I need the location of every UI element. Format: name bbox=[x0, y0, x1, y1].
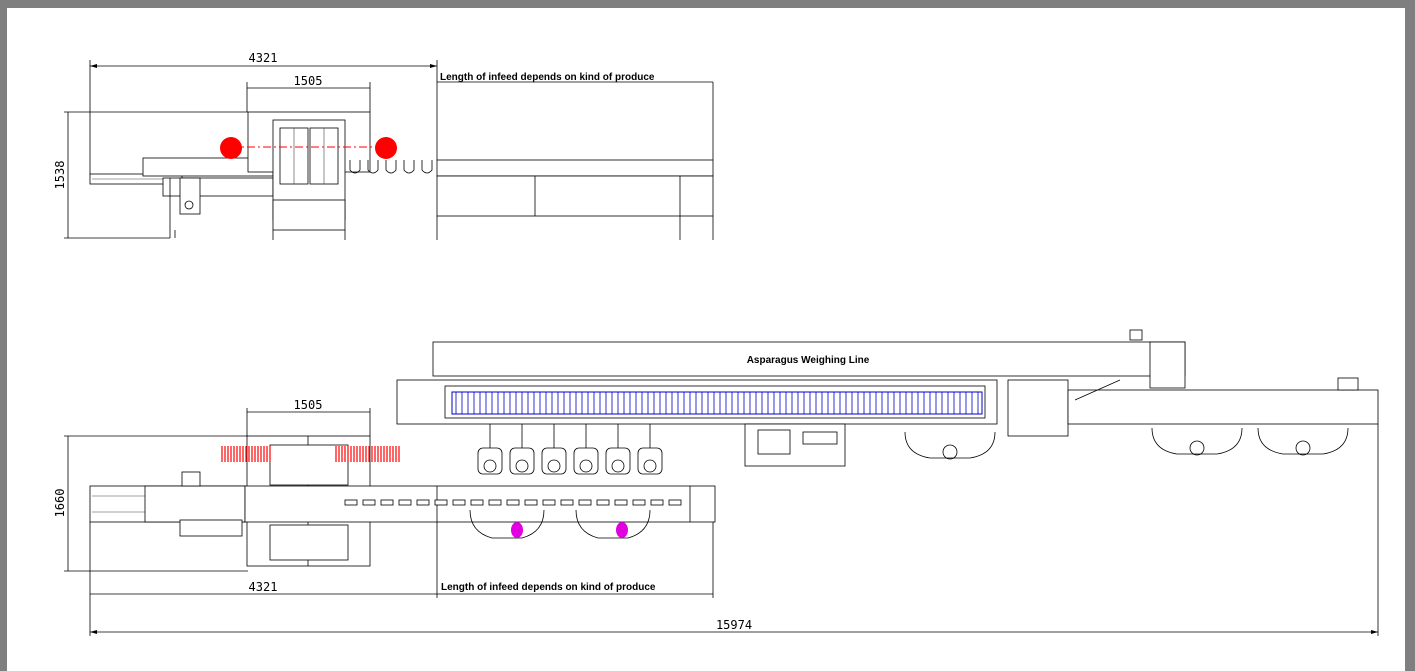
dim-overall: 15974 bbox=[716, 618, 752, 632]
dim-center-width: 1505 bbox=[294, 74, 323, 88]
infeed-note-top: Length of infeed depends on kind of prod… bbox=[440, 72, 655, 83]
plan-view: Asparagus Weighing Line bbox=[53, 329, 1379, 636]
weighing-pod bbox=[509, 424, 535, 475]
dim-plan-height: 1660 bbox=[53, 489, 67, 518]
weighing-pod bbox=[637, 424, 663, 475]
magenta-marker-right bbox=[616, 522, 628, 538]
side-elevation-view: 4321 1505 Length of infeed depends on ki… bbox=[53, 51, 714, 240]
weighing-pod bbox=[477, 424, 503, 475]
weighing-pod bbox=[573, 424, 599, 475]
infeed-note-bottom: Length of infeed depends on kind of prod… bbox=[441, 582, 656, 593]
dim-plan-total: 4321 bbox=[249, 580, 278, 594]
dim-side-height: 1538 bbox=[53, 161, 67, 190]
red-roller-left bbox=[220, 137, 242, 159]
dim-total-width: 4321 bbox=[249, 51, 278, 65]
magenta-marker-left bbox=[511, 522, 523, 538]
red-comb-markers bbox=[221, 446, 400, 462]
weighing-pod bbox=[605, 424, 631, 475]
drawing-sheet bbox=[7, 8, 1405, 671]
line-title: Asparagus Weighing Line bbox=[747, 355, 870, 366]
dim-plan-center: 1505 bbox=[294, 398, 323, 412]
blue-weighing-conveyor bbox=[451, 391, 983, 415]
weighing-pod bbox=[541, 424, 567, 475]
red-roller-right bbox=[375, 137, 397, 159]
